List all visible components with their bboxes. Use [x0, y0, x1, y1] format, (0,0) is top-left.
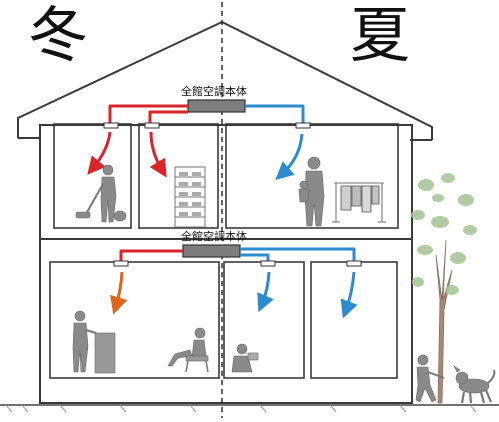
clothes-rack-icon: [332, 182, 386, 223]
lower-vent-3: [346, 260, 362, 267]
upper-vent-2: [144, 122, 160, 129]
tree-icon: [411, 173, 477, 404]
summer-label: 夏: [350, 1, 410, 71]
winter-label: 冬: [28, 1, 88, 71]
upper-room-right: [225, 123, 399, 229]
ground-hatch: [5, 404, 477, 413]
upper-warm-arrow-middle: [149, 131, 167, 178]
lower-air-unit: [182, 244, 241, 258]
shoe-rack-icon: [174, 166, 206, 228]
upper-room-left: [53, 123, 132, 229]
lower-cool-arrow-middle: [257, 271, 274, 313]
upper-room-middle: [138, 123, 219, 229]
upper-air-unit: [187, 99, 246, 113]
person-at-counter-icon: [72, 310, 116, 374]
dog-icon: [453, 365, 496, 404]
child-reading-icon: [231, 343, 259, 373]
upper-cool-arrow: [275, 133, 304, 180]
upper-unit-label: 全館空調本体: [181, 85, 247, 98]
lower-vent-1: [113, 260, 129, 267]
person-vacuuming-icon: [75, 164, 127, 223]
lower-warm-arrow: [110, 271, 128, 315]
upper-vent-3: [295, 122, 311, 129]
upper-warm-arrow-left: [87, 131, 112, 175]
lower-cool-arrow-right: [340, 271, 358, 319]
lower-vent-2: [260, 260, 276, 267]
upper-vent-1: [103, 122, 119, 129]
upper-warm-ducts: [108, 104, 188, 124]
lower-warm-duct: [119, 249, 183, 262]
person-holding-child-icon: [298, 156, 325, 227]
lower-room-left: [49, 261, 220, 379]
lower-unit-label: 全館空調本体: [181, 230, 247, 243]
person-in-chair-icon: [167, 327, 209, 373]
person-running-icon: [415, 354, 445, 403]
upper-cool-duct: [245, 104, 305, 124]
lower-cool-ducts: [240, 247, 356, 262]
